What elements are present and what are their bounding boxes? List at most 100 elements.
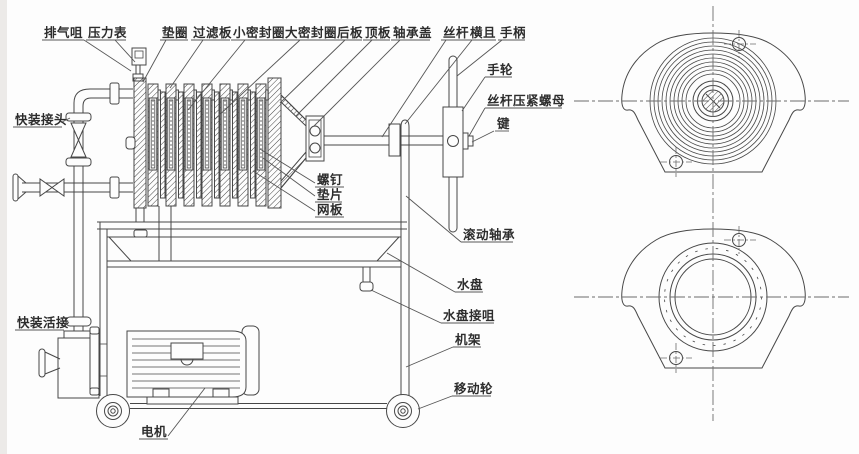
labels: 排气咀压力表垫圈过滤板小密封圈大密封圈后板顶板轴承盖丝杆横且手柄手轮丝杆压紧螺母… xyxy=(13,25,565,440)
label-quick-union: 快装活接 xyxy=(17,315,69,330)
handwheel-hub xyxy=(442,106,464,178)
lock-nut xyxy=(462,132,469,150)
leader-line-water-tray-nozzle xyxy=(370,289,442,324)
valve-upper xyxy=(70,122,87,142)
lock-nut-cap xyxy=(467,135,474,147)
label-motor: 电机 xyxy=(141,424,167,439)
label-pressure-gauge: 压力表 xyxy=(88,25,127,40)
label-small-seal-ring: 小密封圈 xyxy=(232,25,285,40)
leader-line-handle xyxy=(456,39,503,77)
pipe-flange xyxy=(65,157,92,167)
label-large-seal-ring: 大密封圈 xyxy=(285,25,337,40)
label-screw-rod: 丝杆 xyxy=(443,25,469,40)
label-screw-lock-nut: 丝杆压紧螺母 xyxy=(487,93,565,108)
plate-hole xyxy=(732,37,746,51)
label-handle: 手柄 xyxy=(500,25,526,40)
motor-base xyxy=(146,396,239,405)
pipe-flange xyxy=(109,176,120,199)
leader-line-motor xyxy=(167,387,206,437)
pump-flange xyxy=(89,331,100,391)
leader-line-washer xyxy=(142,39,167,83)
leader-line-quick-union xyxy=(63,321,70,326)
leader-line-pressure-gauge xyxy=(114,39,136,63)
label-cross-bar: 横且 xyxy=(470,25,496,40)
leader-line-moving-wheel xyxy=(417,395,453,410)
filter-plate-stack xyxy=(125,77,282,261)
leader-line-filter-plate xyxy=(169,39,204,89)
wheel xyxy=(386,394,420,428)
shaft-collar xyxy=(388,123,401,157)
leader-line-small-seal-ring xyxy=(187,39,246,111)
label-bearing-cap: 轴承盖 xyxy=(393,25,432,40)
label-quick-connector: 快装接头 xyxy=(15,112,67,127)
plate-front-view xyxy=(621,30,806,177)
leader-line-rolling-bearing xyxy=(405,195,462,243)
handwheel-assembly xyxy=(442,55,474,233)
water-tray xyxy=(107,229,401,292)
label-gasket: 垫片 xyxy=(317,187,343,202)
main-assembly-view xyxy=(12,47,474,428)
top-washers xyxy=(157,89,269,101)
label-top-plate: 顶板 xyxy=(365,25,391,40)
pump-inlet-mouth xyxy=(38,348,46,378)
tray-nozzle xyxy=(359,281,374,292)
plate-hole xyxy=(732,233,746,247)
cone-bolt xyxy=(309,125,321,137)
leader-line-bearing-cap xyxy=(313,39,401,127)
motor-foot xyxy=(152,388,170,398)
label-machine-frame: 机架 xyxy=(455,332,481,347)
leader-line-mesh-plate xyxy=(252,170,316,212)
plate-ring-view xyxy=(621,226,806,373)
inlet-funnel-cap xyxy=(12,173,19,202)
leader-line-exhaust-nozzle xyxy=(83,39,132,72)
pipe-flange xyxy=(109,82,120,105)
front-plate-lug xyxy=(125,136,136,150)
leader-line-quick-connector xyxy=(61,117,71,123)
motor-nameplate xyxy=(170,342,204,360)
pump xyxy=(38,326,107,399)
leader-line-top-plate xyxy=(295,39,373,117)
label-exhaust-nozzle: 排气咀 xyxy=(44,25,83,40)
leader-line-screw-rod xyxy=(381,39,447,138)
leader-line-machine-frame xyxy=(405,346,454,368)
leader-line-cross-bar xyxy=(404,39,473,125)
leader-line-rear-plate xyxy=(279,39,346,104)
tray-drain-fitting xyxy=(133,229,148,238)
label-key: 键 xyxy=(496,116,510,131)
pipe-flange xyxy=(65,112,92,122)
leader-line-screw xyxy=(259,148,316,184)
motor xyxy=(126,325,260,405)
front-end-plate xyxy=(133,77,147,209)
piping xyxy=(12,82,133,338)
label-rear-plate: 后板 xyxy=(337,25,363,40)
label-washer: 垫圈 xyxy=(162,25,188,40)
filter-frames xyxy=(160,91,256,199)
leader-line-water-tray xyxy=(386,252,456,293)
wheels xyxy=(96,394,420,428)
valve-left xyxy=(39,178,53,197)
pressing-cone xyxy=(280,93,325,190)
label-moving-wheel: 移动轮 xyxy=(454,381,493,396)
label-water-tray: 水盘 xyxy=(457,277,483,292)
shaft-end xyxy=(447,135,459,147)
leader-line-handwheel xyxy=(461,76,486,112)
label-mesh-plate: 网板 xyxy=(317,202,343,217)
motor-foot xyxy=(212,388,230,398)
cone-bolt xyxy=(309,142,321,154)
quick-union-fitting xyxy=(65,316,92,327)
label-rolling-bearing: 滚动轴承 xyxy=(463,227,515,242)
rear-end-plate xyxy=(267,77,282,209)
leader-line-screw-lock-nut xyxy=(468,107,486,137)
paper-edge-strip xyxy=(0,0,7,454)
centerlines xyxy=(574,6,849,421)
label-screw: 螺钉 xyxy=(317,172,343,187)
leader-line-gasket xyxy=(262,157,316,197)
wheel xyxy=(96,394,130,428)
mesh-strips xyxy=(148,97,266,171)
screw-shaft xyxy=(324,123,449,157)
valve-lower xyxy=(70,138,87,158)
valve-right xyxy=(51,178,65,197)
pressure-gauge xyxy=(131,47,147,82)
